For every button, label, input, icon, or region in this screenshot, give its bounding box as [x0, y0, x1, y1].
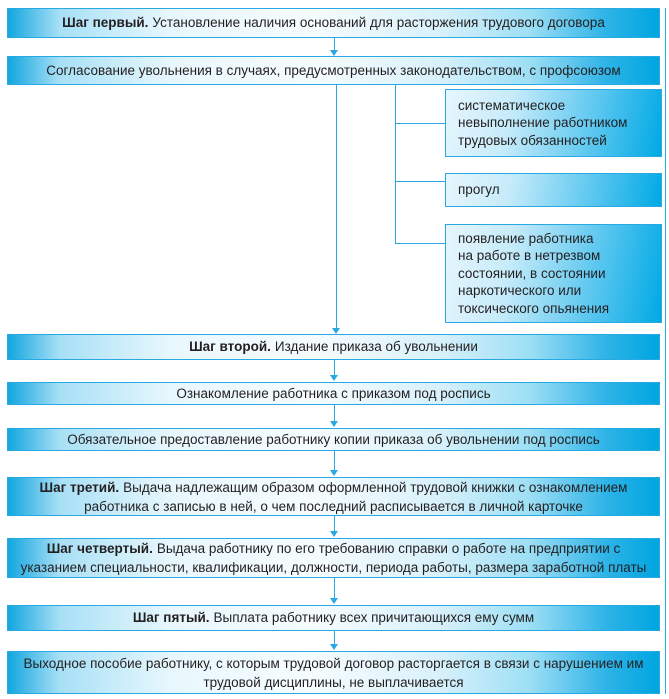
step5-text: Выплата работнику всех причитающихся ему…	[213, 610, 535, 625]
branch-connector-1	[395, 123, 445, 124]
step2-text: Издание приказа об увольнении	[274, 339, 478, 354]
case-intoxication-text: появление работника на работе в нетрезво…	[458, 230, 610, 316]
step4-text: Выдача работнику по его требованию справ…	[20, 541, 647, 575]
step3-label: Шаг третий.Выдача надлежащим образом офо…	[16, 478, 651, 516]
arrow-down-icon	[330, 38, 339, 56]
arrow-down-icon	[330, 516, 339, 537]
acquaint-order-text: Ознакомление работника с приказом под ро…	[176, 385, 491, 401]
union-agreement-box: Согласование увольнения в случаях, преду…	[7, 56, 660, 85]
case-absenteeism-text: прогул	[458, 182, 500, 198]
step2-label: Шаг второй.Издание приказа об увольнении	[189, 338, 478, 356]
arrow-down-icon	[330, 451, 339, 476]
step3-text: Выдача надлежащим образом оформленной тр…	[84, 479, 628, 514]
branch-vline	[395, 85, 396, 244]
severance-note-text: Выходное пособие работнику, с которым тр…	[23, 655, 644, 690]
order-copy-box: Обязательное предоставление работнику ко…	[7, 428, 660, 451]
step3-bold: Шаг третий.	[39, 479, 120, 495]
branch-connector-3	[395, 243, 445, 244]
arrow-down-icon	[330, 405, 339, 427]
case-systematic-box: систематическое невыполнение работником …	[445, 89, 662, 157]
step1-bold: Шаг первый.	[62, 15, 149, 30]
order-copy-text: Обязательное предоставление работнику ко…	[67, 431, 600, 447]
step1-box: Шаг первый.Установление наличия основани…	[7, 8, 660, 38]
step5-box: Шаг пятый.Выплата работнику всех причита…	[7, 605, 660, 631]
step4-bold: Шаг четвертый.	[46, 541, 153, 556]
step2-box: Шаг второй.Издание приказа об увольнении	[7, 334, 660, 360]
step1-label: Шаг первый.Установление наличия основани…	[62, 14, 605, 32]
step3-box: Шаг третий.Выдача надлежащим образом офо…	[7, 477, 660, 516]
step2-bold: Шаг второй.	[189, 339, 271, 354]
arrow-down-icon	[330, 360, 339, 381]
arrow-down-icon	[330, 578, 339, 604]
step4-label: Шаг четвертый.Выдача работнику по его тр…	[16, 539, 651, 577]
step5-bold: Шаг пятый.	[132, 610, 210, 625]
right-margin-rule	[665, 8, 666, 694]
case-absenteeism-box: прогул	[445, 173, 662, 207]
step5-label: Шаг пятый.Выплата работнику всех причита…	[133, 609, 534, 627]
acquaint-order-box: Ознакомление работника с приказом под ро…	[7, 382, 660, 405]
union-agreement-text: Согласование увольнения в случаях, преду…	[46, 62, 621, 78]
branch-connector-2	[395, 181, 445, 182]
case-intoxication-box: появление работника на работе в нетрезво…	[445, 224, 662, 323]
arrow-down-icon	[330, 631, 339, 650]
severance-note-box: Выходное пособие работнику, с которым тр…	[7, 651, 660, 694]
step1-text: Установление наличия оснований для расто…	[152, 15, 605, 30]
step4-box: Шаг четвертый.Выдача работнику по его тр…	[7, 538, 660, 578]
arrow-down-icon	[332, 85, 341, 334]
case-systematic-text: систематическое невыполнение работником …	[458, 97, 628, 148]
